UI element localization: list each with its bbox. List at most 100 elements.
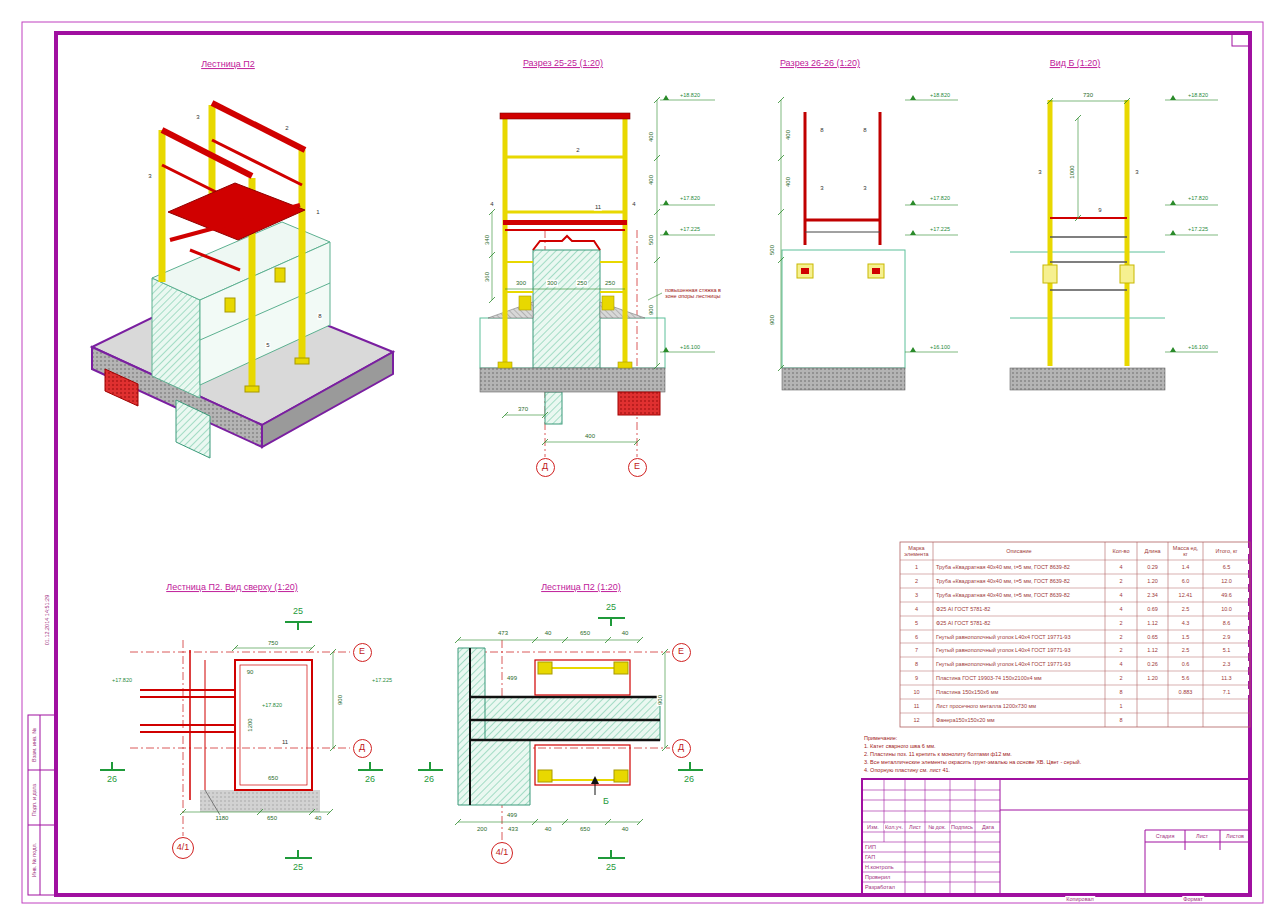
plan-view bbox=[130, 652, 350, 653]
stamp-field: Формат bbox=[1182, 896, 1204, 902]
dimension-value: 250 bbox=[604, 280, 616, 287]
plan-view bbox=[140, 696, 235, 698]
section-25-25 bbox=[519, 296, 531, 310]
axis-letter: Д bbox=[542, 462, 548, 472]
elevation-mark: +17.225 bbox=[371, 677, 393, 683]
callout-number: 5 bbox=[265, 342, 270, 349]
view-b bbox=[1047, 98, 1130, 221]
dimension-value: 650 bbox=[579, 630, 591, 637]
table-cell: 8 bbox=[902, 661, 932, 667]
view-b bbox=[1050, 217, 1127, 219]
section-25-25 bbox=[492, 212, 493, 300]
stamp-field: Стадия bbox=[1155, 833, 1176, 839]
sheet-frame bbox=[56, 33, 1250, 895]
table-cell: 2 bbox=[1107, 620, 1136, 626]
table-cell: 12.0 bbox=[1205, 578, 1249, 584]
section-26-26 bbox=[801, 268, 809, 274]
table-cell: 2 bbox=[1107, 675, 1136, 681]
section-25-25 bbox=[533, 250, 600, 368]
plan-view-2 bbox=[470, 739, 660, 742]
table-cell: 4 bbox=[1107, 564, 1136, 570]
view-title: Разрез 26-26 (1:20) bbox=[779, 59, 861, 69]
dimension-value: 40 bbox=[621, 630, 630, 637]
table-cell: 3 bbox=[902, 592, 932, 598]
table-cell: Фанера150х150х20 мм bbox=[935, 717, 1104, 723]
section-26-26 bbox=[910, 95, 916, 352]
elevation-mark: +16.100 bbox=[1187, 344, 1209, 350]
table-cell: 7 bbox=[902, 647, 932, 653]
dimension-value: 433 bbox=[507, 826, 519, 833]
isometric-view bbox=[92, 103, 393, 458]
table-cell: 1.4 bbox=[1170, 564, 1202, 570]
note-text: 4. Опорную пластину см. лист 41. bbox=[863, 767, 951, 773]
section-25-25 bbox=[480, 95, 715, 457]
section-25-25 bbox=[600, 291, 625, 293]
view-b bbox=[1010, 318, 1165, 319]
isometric-view bbox=[225, 298, 235, 312]
section-26-26 bbox=[805, 219, 880, 222]
table-cell: 2 bbox=[1107, 578, 1136, 584]
plan-view bbox=[100, 622, 383, 858]
section-25-25 bbox=[505, 261, 533, 263]
view-b bbox=[1010, 252, 1165, 253]
dimension-value: 40 bbox=[621, 826, 630, 833]
section-26-26 bbox=[868, 264, 884, 278]
dimension-value: 473 bbox=[497, 630, 509, 637]
plan-view-2 bbox=[458, 822, 640, 823]
elevation-mark: +18.820 bbox=[929, 92, 951, 98]
plan-view bbox=[235, 648, 312, 649]
section-26-26 bbox=[778, 97, 784, 371]
dimension-value: 750 bbox=[267, 640, 279, 647]
view-b bbox=[1078, 118, 1079, 218]
axis-bubble: Е bbox=[672, 643, 691, 662]
callout-number: 3 bbox=[1134, 169, 1139, 176]
plan-view-2 bbox=[591, 776, 599, 784]
callout-number: 2 bbox=[575, 147, 580, 154]
table-cell: Пластина ГОСТ 19903-74 150х2100х4 мм bbox=[935, 675, 1104, 681]
table-cell: Пластина 150х150х6 мм bbox=[935, 689, 1104, 695]
callout-number: 2 bbox=[284, 125, 289, 132]
view-b bbox=[1010, 95, 1218, 390]
section-26-26 bbox=[905, 100, 958, 352]
table-cell: 2 bbox=[1107, 647, 1136, 653]
dimension-value: 400 bbox=[648, 174, 655, 186]
view-b bbox=[1050, 236, 1127, 238]
section-25-25 bbox=[498, 362, 512, 368]
dimension-value: 300 bbox=[546, 280, 558, 287]
title-block bbox=[862, 779, 1250, 895]
title-block bbox=[862, 779, 1250, 895]
plan-view-2 bbox=[535, 660, 630, 695]
stamp-field: ГИП bbox=[864, 844, 877, 850]
plan-view-2 bbox=[470, 719, 660, 722]
plan-view-2 bbox=[458, 640, 640, 641]
dimension-value: 500 bbox=[769, 244, 776, 256]
plan-view-2 bbox=[418, 618, 703, 858]
view-title: Лестница П2 (1:20) bbox=[540, 583, 622, 593]
table-cell: 6.0 bbox=[1170, 578, 1202, 584]
sheet-frame bbox=[22, 22, 1263, 903]
callout-number: 11 bbox=[281, 739, 289, 746]
section-25-25 bbox=[505, 415, 545, 416]
plan-view bbox=[180, 645, 336, 815]
isometric-view bbox=[168, 183, 305, 240]
dimension-value: 499 bbox=[506, 675, 518, 682]
section-25-25 bbox=[480, 368, 665, 392]
dimension-value: 900 bbox=[657, 694, 664, 706]
table-cell: 1.12 bbox=[1139, 620, 1167, 626]
callout-number: 11 bbox=[594, 204, 602, 211]
view-b bbox=[1043, 265, 1057, 283]
spec-table-grid bbox=[900, 560, 1250, 713]
dimension-value: 900 bbox=[769, 314, 776, 326]
table-cell: 0.883 bbox=[1170, 689, 1202, 695]
callout-number: 9 bbox=[1097, 207, 1102, 214]
table-cell: 6.5 bbox=[1205, 564, 1249, 570]
dimension-value: 40 bbox=[544, 630, 553, 637]
stamp-field: Инв. № подл. bbox=[31, 842, 37, 878]
sheet-frame bbox=[28, 770, 56, 771]
table-cell: Длина bbox=[1139, 548, 1167, 554]
elevation-mark: +16.100 bbox=[679, 344, 701, 350]
table-cell: 2.9 bbox=[1205, 633, 1249, 639]
axis-bubble: Е bbox=[353, 643, 372, 662]
plan-view bbox=[333, 652, 334, 748]
note-text: 3. Все металлические элементы окрасить г… bbox=[863, 759, 1082, 765]
